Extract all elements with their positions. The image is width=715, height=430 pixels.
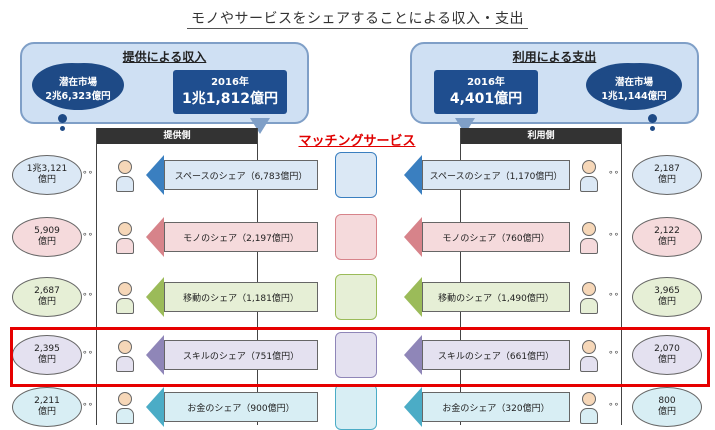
user-arrow-label: モノのシェア（760億円）: [422, 222, 570, 252]
provider-arrow-label: スキルのシェア（751億円）: [164, 340, 318, 370]
user-arrow-label: 移動のシェア（1,490億円）: [422, 282, 570, 312]
income-thought-dots: [58, 114, 67, 123]
income-potential-cloud: 潜在市場 2兆6,323億円: [38, 66, 118, 110]
provider-income-arrow: モノのシェア（2,197億円）: [146, 217, 318, 257]
provider-arrow-label: お金のシェア（900億円）: [164, 392, 318, 422]
taxi-icon: [335, 274, 377, 320]
provider-potential-cloud: 2,211 億円: [12, 387, 82, 427]
thought-dots: ∘∘: [82, 400, 94, 410]
provider-potential-cloud: 5,909 億円: [12, 217, 82, 257]
thought-dots: ∘∘: [608, 400, 620, 410]
provider-potential-cloud: 1兆3,121 億円: [12, 155, 82, 195]
page-title: モノやサービスをシェアすることによる収入・支出: [0, 8, 715, 29]
user-person-icon: [580, 282, 598, 314]
thought-dots: ∘∘: [608, 348, 620, 358]
user-person-icon: [580, 340, 598, 372]
expense-year: 2016年: [467, 77, 505, 88]
user-potential-cloud: 2,070 億円: [632, 335, 702, 375]
user-arrow-label: お金のシェア（320億円）: [422, 392, 570, 422]
income-potential-label: 潜在市場: [58, 77, 97, 88]
user-column: 利用側: [460, 128, 622, 425]
provider-arrow-label: モノのシェア（2,197億円）: [164, 222, 318, 252]
income-thought-dots-small: [60, 126, 65, 131]
user-expense-arrow: お金のシェア（320億円）: [404, 387, 570, 427]
provider-income-arrow: お金のシェア（900億円）: [146, 387, 318, 427]
expense-thought-dots: [648, 114, 657, 123]
skill-row-highlight: [10, 327, 710, 387]
user-arrow-label: スキルのシェア（661億円）: [422, 340, 570, 370]
thought-dots: ∘∘: [608, 230, 620, 240]
income-value: 1兆1,812億円: [181, 91, 279, 107]
provider-potential-cloud: 2,687 億円: [12, 277, 82, 317]
provider-person-icon: [116, 282, 134, 314]
provider-income-arrow: スペースのシェア（6,783億円）: [146, 155, 318, 195]
income-panel-heading: 提供による収入: [122, 50, 207, 64]
matching-service-title: マッチングサービス: [298, 134, 416, 149]
user-person-icon: [580, 222, 598, 254]
provider-income-arrow: 移動のシェア（1,181億円）: [146, 277, 318, 317]
provider-person-icon: [116, 392, 134, 424]
thought-dots: ∘∘: [82, 290, 94, 300]
user-expense-arrow: モノのシェア（760億円）: [404, 217, 570, 257]
user-potential-cloud: 2,187 億円: [632, 155, 702, 195]
room-icon: [335, 152, 377, 198]
income-2016-box: 2016年 1兆1,812億円: [173, 70, 287, 114]
income-year: 2016年: [211, 77, 249, 88]
user-potential-cloud: 2,122 億円: [632, 217, 702, 257]
expense-2016-box: 2016年 4,401億円: [434, 70, 538, 114]
lightbulb-icon: [335, 384, 377, 430]
user-potential-cloud: 3,965 億円: [632, 277, 702, 317]
expense-value: 4,401億円: [449, 91, 523, 107]
thought-dots: ∘∘: [82, 168, 94, 178]
income-potential-value: 2兆6,323億円: [45, 91, 111, 102]
provider-income-arrow: スキルのシェア（751億円）: [146, 335, 318, 375]
coat-icon: [335, 214, 377, 260]
provider-column: 提供側: [96, 128, 258, 425]
user-expense-arrow: スキルのシェア（661億円）: [404, 335, 570, 375]
provider-person-icon: [116, 160, 134, 192]
provider-person-icon: [116, 222, 134, 254]
user-column-header: 利用側: [461, 128, 621, 144]
expense-potential-value: 1兆1,144億円: [601, 91, 667, 102]
provider-arrow-label: スペースのシェア（6,783億円）: [164, 160, 318, 190]
user-expense-arrow: スペースのシェア（1,170億円）: [404, 155, 570, 195]
cooking-icon: [335, 332, 377, 378]
thought-dots: ∘∘: [82, 230, 94, 240]
thought-dots: ∘∘: [82, 348, 94, 358]
user-person-icon: [580, 392, 598, 424]
provider-arrow-label: 移動のシェア（1,181億円）: [164, 282, 318, 312]
user-expense-arrow: 移動のシェア（1,490億円）: [404, 277, 570, 317]
user-arrow-label: スペースのシェア（1,170億円）: [422, 160, 570, 190]
provider-column-header: 提供側: [97, 128, 257, 144]
expense-thought-dots-small: [650, 126, 655, 131]
thought-dots: ∘∘: [608, 290, 620, 300]
expense-potential-label: 潜在市場: [614, 77, 653, 88]
expense-panel-heading: 利用による支出: [512, 50, 597, 64]
provider-potential-cloud: 2,395 億円: [12, 335, 82, 375]
user-potential-cloud: 800 億円: [632, 387, 702, 427]
user-person-icon: [580, 160, 598, 192]
provider-person-icon: [116, 340, 134, 372]
thought-dots: ∘∘: [608, 168, 620, 178]
expense-potential-cloud: 潜在市場 1兆1,144億円: [592, 66, 676, 110]
